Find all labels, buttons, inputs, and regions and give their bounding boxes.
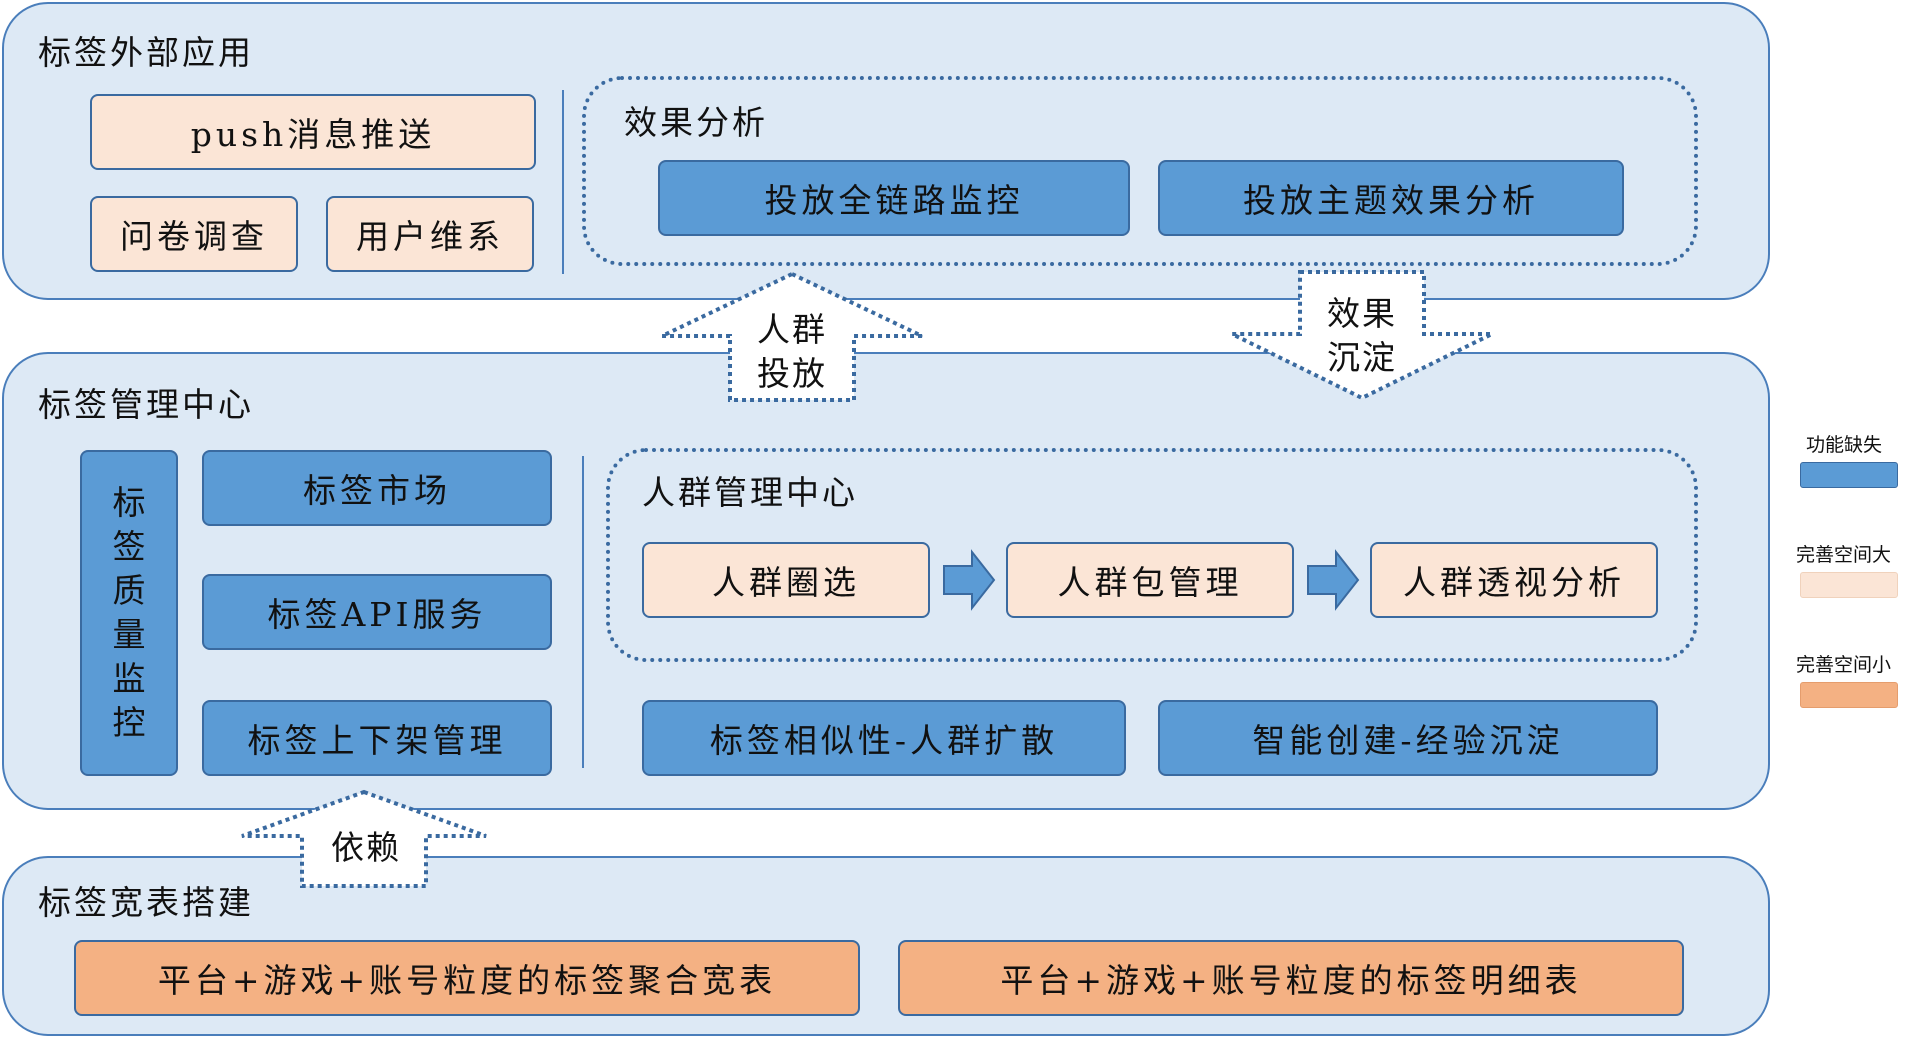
push-box: push消息推送 xyxy=(90,94,536,170)
external-divider xyxy=(562,90,564,274)
similarity-box: 标签相似性-人群扩散 xyxy=(642,700,1126,776)
tag-shelf-box: 标签上下架管理 xyxy=(202,700,552,776)
crowd-center-group xyxy=(606,448,1698,662)
wide-table-title: 标签宽表搭建 xyxy=(38,883,254,922)
theme-effect-box: 投放主题效果分析 xyxy=(1158,160,1624,236)
crowd-select-box: 人群圈选 xyxy=(642,542,930,618)
crowd-center-title: 人群管理中心 xyxy=(642,473,858,512)
legend-large-label: 完善空间大 xyxy=(1796,544,1892,566)
crowd-delivery-line: 投放 xyxy=(757,354,827,393)
quality-char: 控 xyxy=(112,703,146,742)
effect-settle-label: 效果 沉淀 xyxy=(1300,292,1424,380)
management-divider xyxy=(582,456,584,768)
crowd-delivery-label: 人群 投放 xyxy=(730,308,854,396)
effect-settle-line: 效果 xyxy=(1327,294,1397,333)
tag-market-box: 标签市场 xyxy=(202,450,552,526)
depend-label: 依赖 xyxy=(331,828,401,867)
quality-monitor-box: 标 签 质 量 监 控 xyxy=(80,450,178,776)
crowd-package-box: 人群包管理 xyxy=(1006,542,1294,618)
crowd-insight-box: 人群透视分析 xyxy=(1370,542,1658,618)
quality-char: 监 xyxy=(112,659,146,698)
effect-analysis-group xyxy=(582,76,1698,266)
aggregate-table-box: 平台+游戏+账号粒度的标签聚合宽表 xyxy=(74,940,860,1016)
quality-char: 量 xyxy=(112,615,146,654)
detail-table-box: 平台+游戏+账号粒度的标签明细表 xyxy=(898,940,1684,1016)
smart-create-box: 智能创建-经验沉淀 xyxy=(1158,700,1658,776)
legend-large-swatch xyxy=(1800,572,1898,598)
quality-char: 质 xyxy=(112,571,146,610)
flow-arrow-icon xyxy=(943,549,996,611)
quality-char: 签 xyxy=(112,527,146,566)
management-title: 标签管理中心 xyxy=(38,385,254,424)
effect-settle-arrow-icon xyxy=(1231,270,1493,401)
flow-arrow-icon xyxy=(1307,549,1360,611)
external-apps-title: 标签外部应用 xyxy=(38,33,254,72)
legend-missing-swatch xyxy=(1800,462,1898,488)
tag-api-box: 标签API服务 xyxy=(202,574,552,650)
retention-box: 用户维系 xyxy=(326,196,534,272)
survey-box: 问卷调查 xyxy=(90,196,298,272)
legend-small-swatch xyxy=(1800,682,1898,708)
quality-char: 标 xyxy=(112,483,146,522)
crowd-delivery-arrow-icon xyxy=(661,271,923,402)
effect-analysis-title: 效果分析 xyxy=(624,103,768,142)
effect-settle-line: 沉淀 xyxy=(1327,338,1397,377)
delivery-monitor-box: 投放全链路监控 xyxy=(658,160,1130,236)
depend-arrow-icon xyxy=(241,789,487,888)
legend-small-label: 完善空间小 xyxy=(1796,654,1892,676)
crowd-delivery-line: 人群 xyxy=(757,310,827,349)
legend-missing-label: 功能缺失 xyxy=(1806,434,1883,456)
